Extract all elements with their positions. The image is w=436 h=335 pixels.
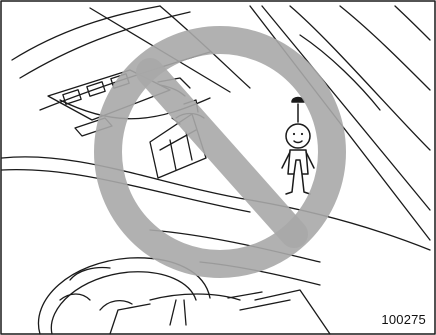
dashboard <box>2 157 430 334</box>
hanging-figure-icon <box>282 98 314 195</box>
figure-id-label: 100275 <box>381 312 426 327</box>
